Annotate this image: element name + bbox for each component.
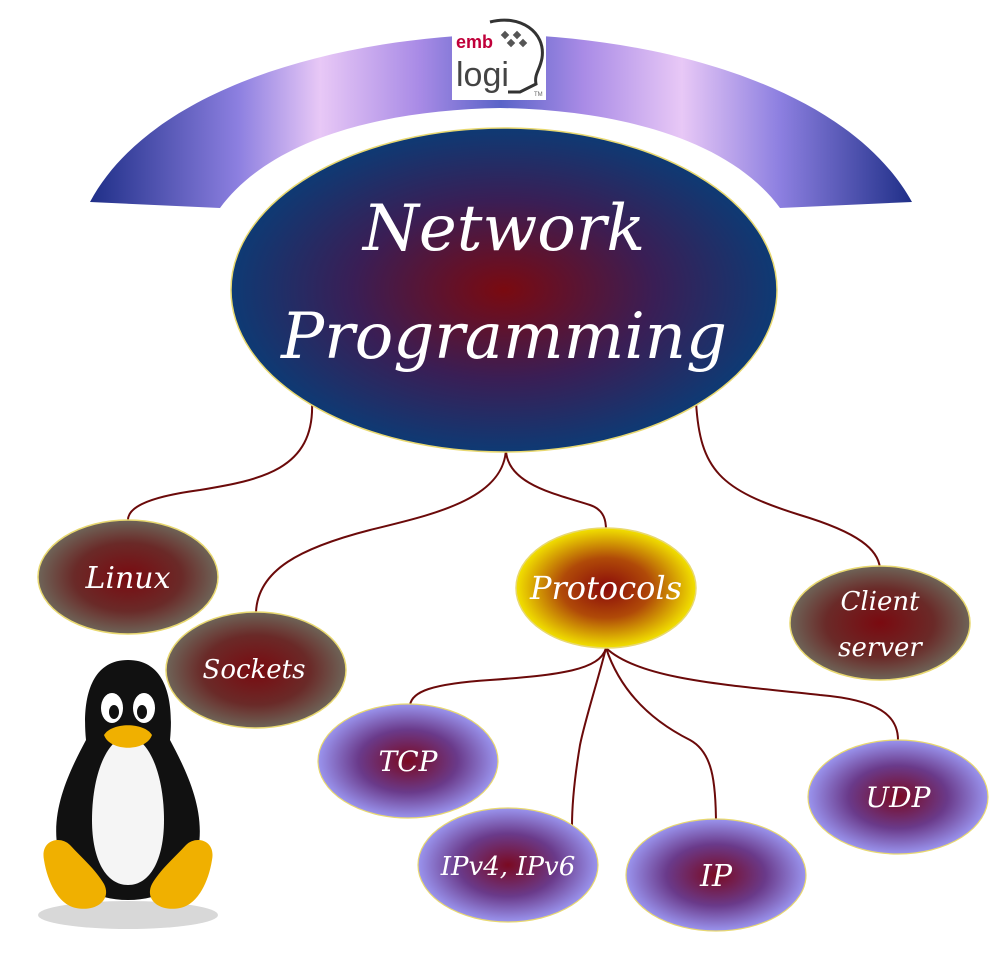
node-tcp-label: TCP — [379, 745, 439, 778]
node-protocols — [515, 527, 697, 649]
title-node — [230, 127, 778, 453]
connector-udp — [605, 647, 899, 741]
node-protocols-label: Protocols — [529, 569, 682, 607]
node-ip — [625, 818, 807, 932]
brand-logo: emb logi TM — [452, 16, 546, 100]
node-client-server-line-2: server — [838, 633, 923, 663]
logo-emb-text: emb — [456, 32, 493, 52]
title-line-2: Programming — [280, 300, 727, 374]
node-linux — [37, 519, 219, 635]
header-arc — [90, 34, 912, 208]
connector-sockets — [255, 447, 507, 613]
head-logo-icon — [489, 18, 544, 94]
node-sockets-label: Sockets — [203, 655, 306, 685]
logo-trademark: TM — [534, 92, 543, 98]
node-tcp — [317, 703, 499, 819]
linux-penguin-icon — [38, 660, 218, 929]
node-client-server-line-1: Client — [840, 587, 920, 617]
node-ipv4-ipv6 — [417, 807, 599, 923]
connector-client — [695, 401, 881, 569]
logo-logi-text: logi — [456, 56, 509, 94]
connector-lines — [127, 401, 899, 827]
connector-linux — [127, 401, 314, 521]
node-client-server — [789, 565, 971, 681]
node-udp — [807, 739, 989, 855]
title-line-1: Network — [361, 192, 645, 266]
connector-tcp — [409, 647, 607, 706]
node-sockets — [165, 611, 347, 729]
connector-ipv4 — [571, 647, 607, 827]
connector-protocols — [504, 447, 607, 531]
node-ipv4-ipv6-label: IPv4, IPv6 — [440, 852, 576, 882]
node-ip-label: IP — [699, 859, 733, 894]
node-linux-label: Linux — [84, 561, 170, 596]
node-udp-label: UDP — [866, 781, 932, 814]
connector-ip — [605, 647, 717, 827]
